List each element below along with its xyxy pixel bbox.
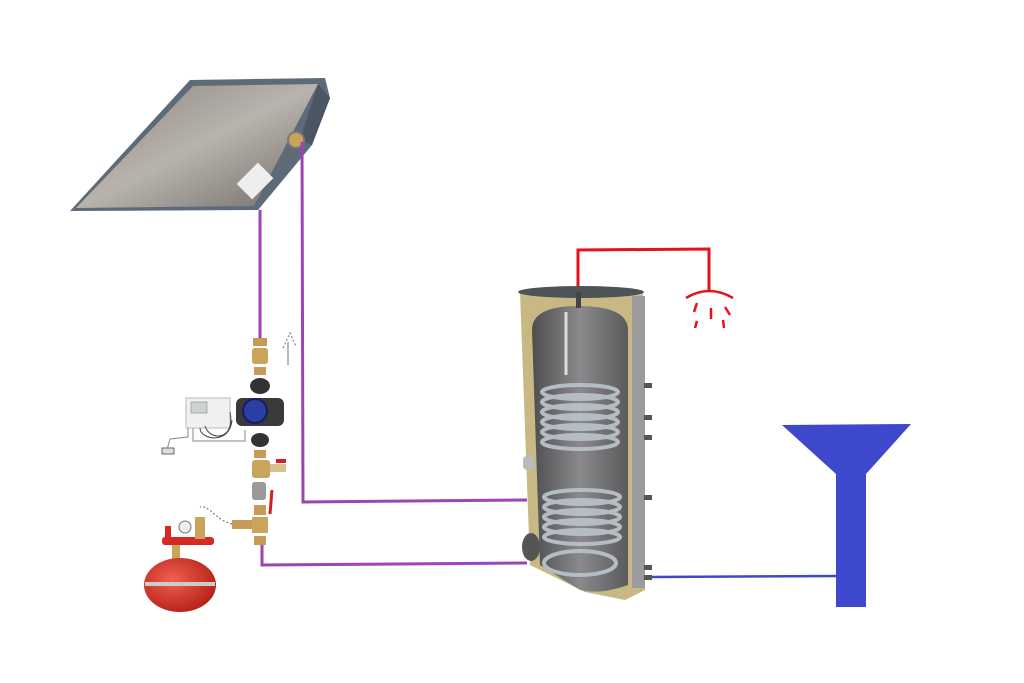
hot-water-line [576, 247, 711, 296]
solar-loop-pipes [258, 141, 528, 567]
flow-direction-arrow-icon [282, 331, 297, 365]
tee-fitting-icon [252, 460, 270, 478]
solar-collector [70, 78, 330, 211]
return-pipe-lower-coil [260, 545, 528, 567]
cold-water-line [651, 574, 841, 579]
controller-display [190, 401, 208, 414]
inspection-flange [522, 533, 540, 561]
solar-controller [161, 397, 246, 455]
power-cable [166, 428, 189, 451]
storage-tank [518, 286, 652, 600]
upper-heat-exchanger-coil [540, 383, 620, 451]
filter-valve-icon [252, 482, 266, 500]
ball-valve-icon [270, 464, 286, 472]
collector-outlet-fitting-icon [287, 131, 305, 149]
pressure-gauge-icon [178, 520, 192, 534]
cold-water-supply-funnel-icon [782, 424, 911, 607]
check-valve-icon [252, 348, 268, 364]
pump-station [199, 338, 286, 545]
expansion-vessel [144, 517, 216, 612]
lower-heat-exchanger-coil [542, 488, 622, 577]
shower-head-icon [685, 289, 734, 329]
flow-pipe-to-coil [300, 141, 528, 504]
power-plug-icon [161, 447, 175, 455]
collector-label-plate [236, 162, 274, 200]
